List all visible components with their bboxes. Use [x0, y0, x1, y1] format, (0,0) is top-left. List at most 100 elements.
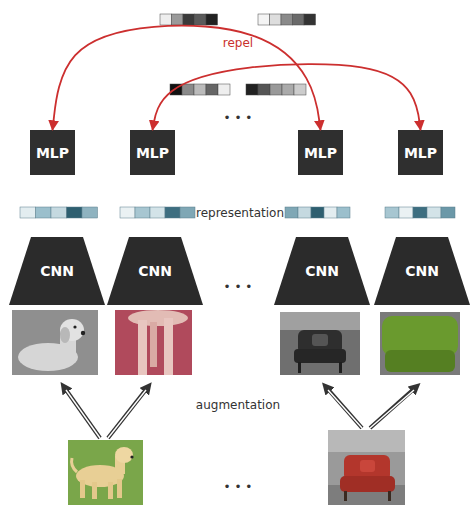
augmented-view-photo [164, 318, 173, 375]
original-photo [92, 482, 97, 499]
stage-label: representation [196, 206, 284, 220]
augmented-view-photo [115, 310, 192, 375]
augmented-view-photo [150, 322, 157, 367]
representation-vector [385, 207, 455, 218]
node-text: CNN [40, 263, 74, 279]
augmented-view-photo [380, 312, 460, 375]
projection-vector [170, 84, 230, 95]
augmented-view-photo [280, 312, 360, 375]
projection-vector [218, 84, 230, 95]
representation-vector [298, 207, 311, 218]
augmented-view-photo [115, 310, 192, 375]
augmented-view-photo [339, 362, 342, 373]
augmented-view-photo [280, 312, 360, 330]
original-photo [68, 440, 143, 505]
mlp-head: MLP [298, 130, 343, 175]
representation-vector [324, 207, 337, 218]
edge-label: repel [223, 36, 253, 50]
augmented-view-photo [60, 327, 70, 343]
projection-vector [195, 14, 207, 25]
projection-vector [246, 84, 258, 95]
representation-vector [413, 207, 427, 218]
projection-vector [258, 14, 316, 25]
original-photo [328, 430, 405, 505]
augmented-view-photo [138, 320, 147, 375]
augmented-view-photo [128, 310, 188, 326]
cnn-encoder: CNN [374, 237, 470, 305]
stage-label: augmentation [196, 398, 280, 412]
projection-vector [294, 84, 306, 95]
representation-vector [20, 207, 98, 218]
cnn-encoder: CNN [107, 237, 203, 305]
trapezoid-fill [107, 237, 203, 305]
node-text: MLP [36, 145, 69, 161]
augmented-view-photo [81, 331, 85, 335]
projection-vector [258, 14, 270, 25]
augmentation-arrow [64, 387, 416, 438]
projection-vector [304, 14, 316, 25]
representation-vector [427, 207, 441, 218]
augmentation-arrow [370, 387, 416, 428]
augmented-view-photo [12, 310, 98, 375]
original-photo [130, 455, 133, 458]
representation-vector [82, 207, 98, 218]
mlp-head: MLP [398, 130, 443, 175]
ellipsis-label: • • • [224, 111, 253, 125]
augmented-view-photo [12, 310, 98, 375]
augmented-view-photo [294, 349, 346, 363]
augmented-view-photo [73, 325, 76, 328]
projection-vector [170, 84, 182, 95]
projection-vector [282, 84, 294, 95]
original-photo [360, 460, 375, 472]
representation-vector [135, 207, 150, 218]
mlp-head: MLP [30, 130, 75, 175]
original-photo [80, 480, 85, 498]
augmented-view-photo [298, 362, 301, 373]
projection-vector [270, 84, 282, 95]
original-photo [115, 447, 133, 463]
original-photo [388, 491, 391, 501]
ellipsis-label: • • • [224, 480, 253, 494]
representation-vector [285, 207, 298, 218]
projection-vector [183, 14, 195, 25]
ellipsis-label: • • • [224, 280, 253, 294]
representation-vector [311, 207, 324, 218]
projection-vector [160, 14, 218, 25]
cnn-encoder: CNN [274, 237, 370, 305]
representation-vector [180, 207, 195, 218]
projection-vector [281, 14, 293, 25]
augmented-view-photo [380, 312, 460, 375]
augmented-view-photo [385, 350, 455, 372]
representation-vector [20, 207, 36, 218]
representation-vector [36, 207, 52, 218]
node-text: CNN [305, 263, 339, 279]
node-text: CNN [405, 263, 439, 279]
representation-vector [441, 207, 455, 218]
trapezoid-fill [374, 237, 470, 305]
representation-vector [120, 207, 135, 218]
trapezoid-fill [9, 237, 105, 305]
original-photo [68, 440, 143, 505]
representation-vector [120, 207, 195, 218]
original-photo [108, 482, 113, 499]
representation-vector [51, 207, 67, 218]
representation-vector [399, 207, 413, 218]
representation-vector [150, 207, 165, 218]
mlp-head: MLP [130, 130, 175, 175]
original-photo [340, 476, 395, 492]
cnn-encoder: CNN [9, 237, 105, 305]
node-text: MLP [404, 145, 437, 161]
projection-vector [182, 84, 194, 95]
projection-vector [160, 14, 172, 25]
node-text: MLP [304, 145, 337, 161]
repel-arrow [153, 64, 421, 130]
node-text: CNN [138, 263, 172, 279]
original-photo [72, 458, 77, 472]
representation-vector [285, 207, 350, 218]
augmentation-arrow [108, 387, 148, 438]
projection-vector [258, 84, 270, 95]
augmented-view-photo [312, 334, 328, 346]
projection-vector [206, 84, 218, 95]
original-photo [328, 430, 405, 452]
